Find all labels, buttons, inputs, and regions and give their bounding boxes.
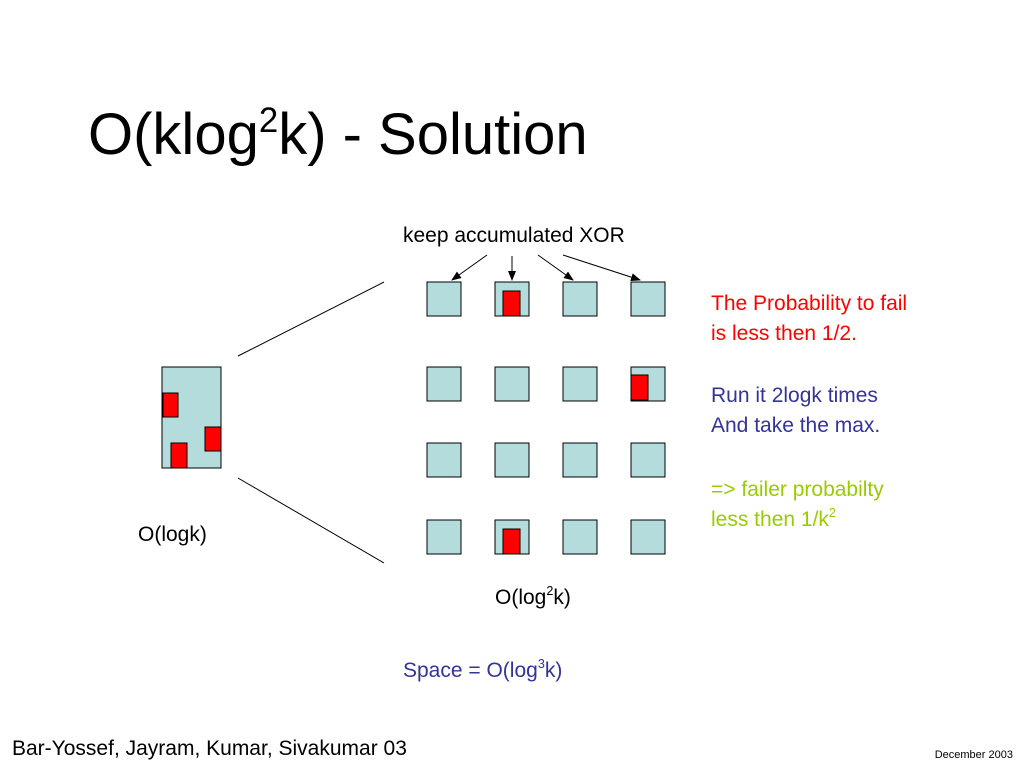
xor-arrow <box>562 254 641 282</box>
fail-note-line: The Probability to fail <box>711 292 908 315</box>
grid-mark <box>630 374 649 401</box>
slide-title: O(klog2k) - Solution <box>88 100 588 170</box>
grid-cell <box>630 519 666 555</box>
result-note-line: => failer probabilty <box>711 478 884 501</box>
result-note: => failer probabilty less then 1/k2 <box>711 475 884 535</box>
grid-cell <box>494 366 530 402</box>
grid-size-rest: k) <box>553 586 571 609</box>
sketch-size-label: O(logk) <box>138 523 207 546</box>
footer-date: December 2003 <box>934 749 1013 761</box>
result-note-text: less then 1/k <box>711 508 829 531</box>
grid-mark <box>502 528 521 555</box>
grid-cell <box>562 519 598 555</box>
grid-size-superscript: 2 <box>546 584 554 599</box>
footer-authors: Bar-Yossef, Jayram, Kumar, Sivakumar 03 <box>12 737 407 760</box>
result-note-superscript: 2 <box>828 506 836 521</box>
slide-title-main: O(klog <box>88 102 259 167</box>
grid-cell <box>426 366 462 402</box>
space-main: Space = O(log <box>403 659 538 682</box>
slide-title-rest: k) - Solution <box>278 102 588 167</box>
grid-cell <box>562 366 598 402</box>
grid-cell <box>426 442 462 478</box>
fail-note: The Probability to fail is less then 1/2… <box>711 289 907 349</box>
result-note-line: less then 1/k2 <box>711 505 884 535</box>
grid-cell <box>562 442 598 478</box>
run-note-line: Run it 2logk times <box>711 384 878 407</box>
grid-mark <box>502 290 521 317</box>
fail-note-line: is less then 1/2. <box>711 322 857 345</box>
grid-cell <box>562 281 598 317</box>
slide-title-superscript: 2 <box>258 100 279 140</box>
zoom-line-bottom <box>237 477 385 564</box>
xor-label: keep accumulated XOR <box>403 224 625 247</box>
grid-cell <box>426 519 462 555</box>
grid-size-label: O(log2k) <box>495 584 571 610</box>
run-note: Run it 2logk times And take the max. <box>711 381 880 441</box>
xor-arrow <box>451 254 488 281</box>
space-rest: k) <box>544 659 563 682</box>
grid-cell <box>494 442 530 478</box>
run-note-line: And take the max. <box>711 414 881 437</box>
grid-cell <box>426 281 462 317</box>
grid-cell <box>630 281 666 317</box>
grid-cell <box>630 442 666 478</box>
sketch-mark <box>170 442 188 469</box>
space-superscript: 3 <box>537 657 545 672</box>
sketch-mark <box>162 392 179 418</box>
xor-arrow <box>537 254 574 281</box>
space-label: Space = O(log3k) <box>403 657 563 683</box>
sketch-mark <box>204 426 222 452</box>
zoom-line-top <box>237 281 385 357</box>
grid-size-main: O(log <box>495 586 547 609</box>
